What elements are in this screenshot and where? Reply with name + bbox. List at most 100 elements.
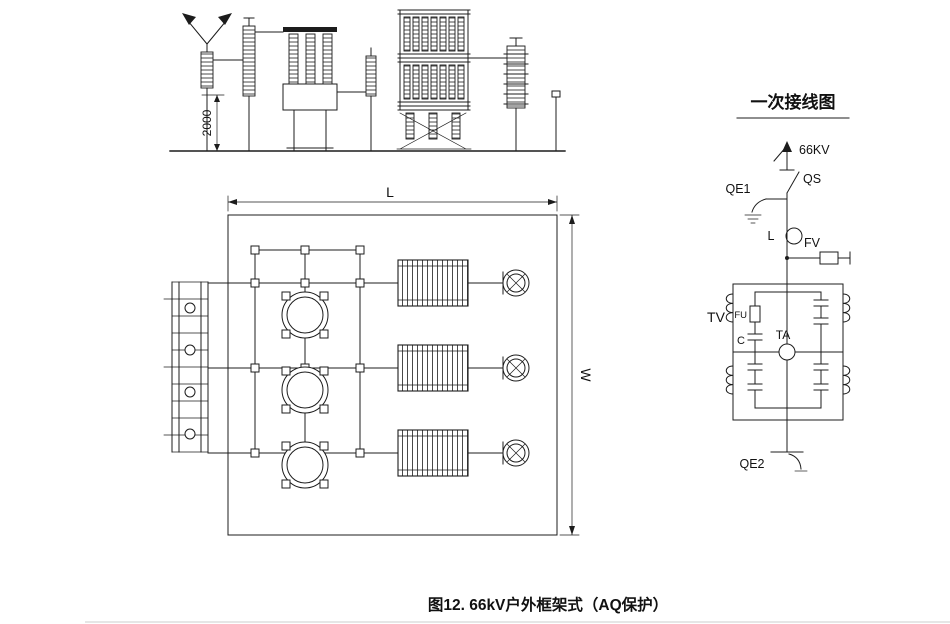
cap-element [448,16,456,52]
dim-2000-lines [201,94,225,152]
insulator-plan-2 [467,354,530,382]
cap-element [421,64,429,100]
winding-right-lower-icon [842,365,851,395]
mount-pad [319,329,329,339]
arrester-tip-right-icon [218,13,232,25]
dimension-length: L [227,184,558,212]
junction-box [300,278,310,288]
cap-element [430,64,438,100]
dim-arrow-top-icon [214,95,220,102]
junction-box [250,278,260,288]
winding-right-upper-icon [842,293,851,323]
arrester-insulator [200,51,214,89]
reactor-plan-3 [281,441,329,489]
reactor-inner-ring [286,446,324,484]
stack-insulator [506,45,526,109]
capacitor-bank-elevation [396,9,472,150]
incoming-feeder: 66KV [773,141,830,171]
cap-element [457,64,465,100]
earthing-switch-qe2: QE2 [739,419,808,472]
reactor-outer-ring [281,441,329,489]
schematic-view: 一次接线图 66KV QS QE1 L FV [707,92,851,472]
junction-box [250,448,260,458]
winding-left-upper-icon [725,293,734,323]
insulator-cross [506,443,526,463]
stack-lines [469,37,529,152]
capacitor-bank-plan-3 [397,429,469,477]
junction-box [250,363,260,373]
bank-rect [397,344,469,392]
figure-caption: 图12. 66kV户外框架式（AQ保护） [428,595,668,614]
mount-pad [281,441,291,451]
dim-length-lines [227,195,558,212]
ta-label: TA [776,328,790,342]
dim-arrow-right-icon [548,199,557,205]
dim-arrow-down-icon [569,526,575,535]
reactor-plan-2 [281,366,329,414]
insulator-cross [506,273,526,293]
surge-arrester [182,13,244,152]
capacitor-bank-plan-2 [397,344,469,392]
reactor-plan-1 [281,291,329,339]
junction-box [250,245,260,255]
reactor-inner-ring [286,296,324,334]
reactor-label: L [768,229,775,243]
reactor-outer-ring [281,366,329,414]
mount-pad [319,291,329,301]
cap-element [439,64,447,100]
fu-label: FU [734,310,747,321]
junction-box [355,278,365,288]
ground-icon [744,214,762,224]
cap-element [412,64,420,100]
post-insulator-1 [242,17,284,152]
reactor-outer-ring [281,291,329,339]
junction-box [355,363,365,373]
support-insulator [428,112,438,140]
qe2-bar [770,419,804,453]
junction-box [300,245,310,255]
support-insulator [405,112,415,140]
cap-element [448,64,456,100]
arrester-assembly-plan [163,281,209,453]
post3-cap [551,90,561,98]
assembly-node [184,386,196,398]
bank-rails [397,435,469,471]
capacitor-bank-plan-1 [397,259,469,307]
transformer-legs [286,91,367,152]
post2-insulator [365,55,377,97]
assembly-node [184,302,196,314]
post-insulator-2 [365,47,377,152]
insulator-cross [506,358,526,378]
junction-box [355,448,365,458]
cap-element [430,16,438,52]
transformer-unit [282,27,367,152]
insulator-plan-3 [467,439,530,467]
mount-pad [319,441,329,451]
assembly-ticks [163,298,173,436]
width-dim-label: W [578,368,594,382]
insulator-inner [506,358,526,378]
fv-branch [786,251,851,265]
arrester-tip-left-icon [182,13,196,25]
internal-wiring [747,283,829,421]
assembly-node [184,428,196,440]
bank-rails [397,265,469,301]
arrester-pole [206,59,244,152]
insulator-inner [506,443,526,463]
disconnector-qs: QS [779,169,821,229]
transformer-top-bar [283,27,337,32]
cap-element [403,64,411,100]
earthing-switch-qe1: QE1 [725,182,788,224]
bushing [322,33,333,85]
cap-element [421,16,429,52]
reactor-inner-ring [286,371,324,409]
plan-view: L W [163,184,594,536]
mount-pad [319,404,329,414]
length-dim-label: L [386,184,394,200]
post-3 [551,90,561,152]
bank-rect [397,259,469,307]
c-label: C [737,335,745,347]
cap-element [403,16,411,52]
reactor-coil-icon [785,227,803,245]
junction-box [355,245,365,255]
